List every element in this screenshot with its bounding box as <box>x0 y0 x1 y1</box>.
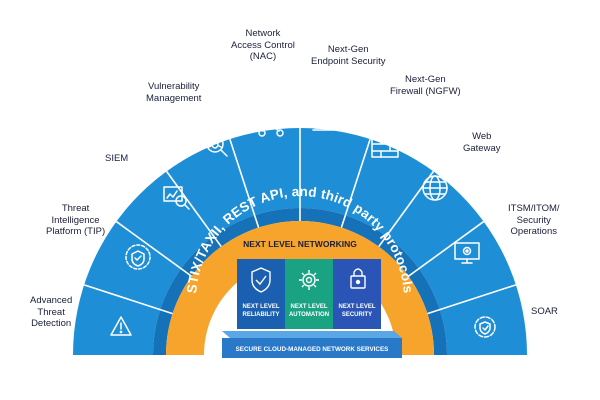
devices-lock-icon <box>312 112 345 131</box>
segment-divider <box>407 220 485 277</box>
label-line: Next-Gen <box>405 74 446 85</box>
chart-magnifier-icon <box>163 186 190 210</box>
pillar-reliability: NEXT LEVEL RELIABILITY <box>237 259 285 329</box>
segment-divider <box>83 284 173 315</box>
label-line: Access Control <box>231 39 295 51</box>
pillar-line2: RELIABILITY <box>243 312 280 318</box>
pillar-line1: NEXT LEVEL <box>338 304 375 310</box>
pillar-line1: NEXT LEVEL <box>290 304 327 310</box>
pillar-automation: NEXT LEVEL AUTOMATION <box>285 259 333 329</box>
label-line: (NAC) <box>249 51 277 62</box>
label-line: Gateway <box>463 142 501 154</box>
segment-divider <box>340 138 371 228</box>
label-line: Threat <box>61 203 90 214</box>
pillar-line2: AUTOMATION <box>289 312 329 318</box>
pillar-line2: SECURITY <box>342 312 372 318</box>
outer-arc <box>73 128 527 355</box>
segment-divider <box>427 284 517 315</box>
globe-icon <box>422 175 448 201</box>
bug-magnifier-icon <box>206 135 228 157</box>
segment-divider <box>115 220 193 277</box>
lock-icon <box>350 268 366 289</box>
label-line: Web <box>472 131 492 142</box>
label-line: Vulnerability <box>148 81 200 92</box>
pillar-security: NEXT LEVEL SECURITY <box>333 259 381 329</box>
monitor-gear-icon <box>454 242 480 264</box>
label-line: Detection <box>31 318 72 329</box>
label-soar: SOAR <box>531 306 558 318</box>
label-line: Platform (TIP) <box>46 226 106 237</box>
gear-shield-icon <box>474 316 496 338</box>
label-line: Next-Gen <box>327 44 369 55</box>
label-line: Management <box>146 92 202 104</box>
label-line: Firewall (NGFW) <box>390 85 461 97</box>
label-line: Endpoint Security <box>311 55 386 67</box>
label-siem: SIEM <box>105 153 128 165</box>
label-line: SIEM <box>105 153 129 164</box>
label-line: Intelligence <box>51 214 100 226</box>
pillar-line1: NEXT LEVEL <box>242 304 279 310</box>
warning-icon <box>110 316 132 336</box>
segment-divider <box>229 138 260 228</box>
label-line: ITSM/ITOM/ <box>508 203 560 214</box>
label-line: Network <box>245 28 281 39</box>
globe-shield-icon <box>125 244 151 270</box>
protocol-arc <box>166 221 434 355</box>
base-label: SECURE CLOUD-MANAGED NETWORK SERVICES <box>236 346 389 353</box>
label-line: Advanced <box>30 295 73 306</box>
label-line: Security <box>516 214 551 226</box>
center-title: NEXT LEVEL NETWORKING <box>243 239 357 249</box>
segment-divider <box>165 170 222 248</box>
label-line: Operations <box>510 226 558 237</box>
gear-icon <box>299 270 319 290</box>
label-line: SOAR <box>531 306 558 317</box>
network-lock-icon <box>258 108 284 137</box>
shield-check-icon <box>251 267 271 293</box>
base-platform: SECURE CLOUD-MANAGED NETWORK SERVICES <box>222 331 402 358</box>
label-line: Threat <box>37 306 65 318</box>
firewall-icon <box>371 136 399 158</box>
